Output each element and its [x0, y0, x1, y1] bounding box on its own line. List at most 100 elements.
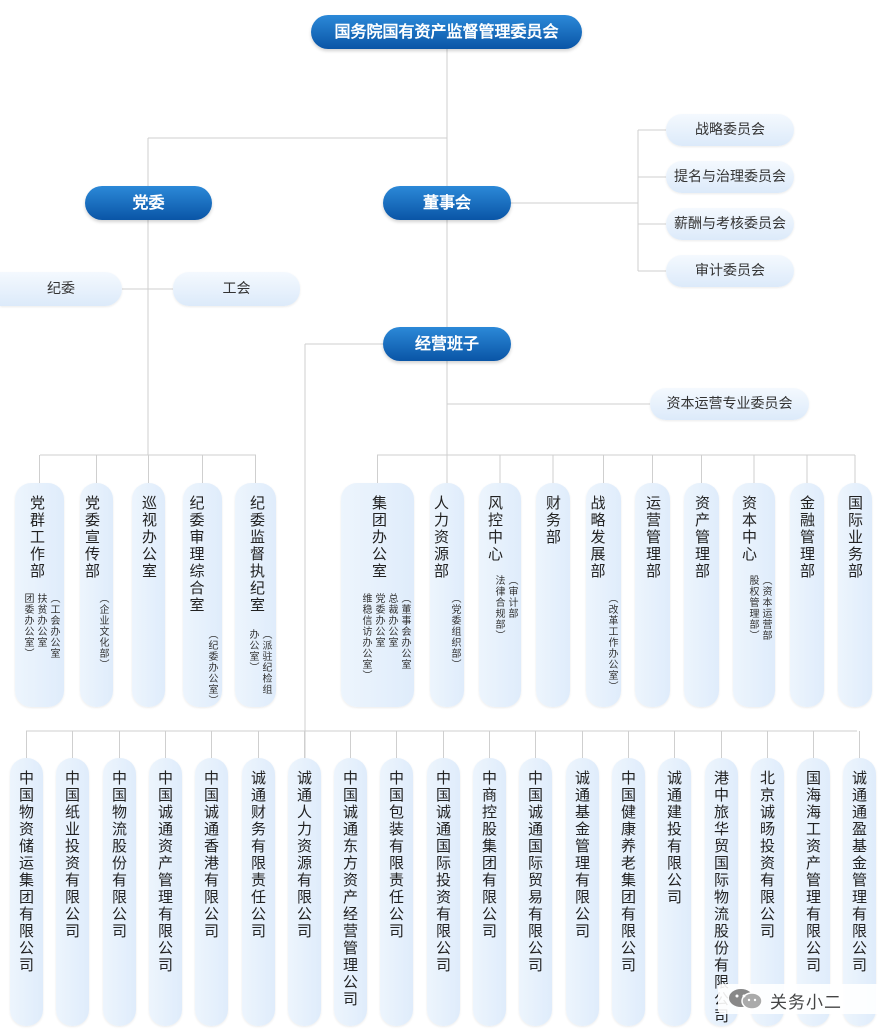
- box-subtitle: （改革工作办公室）: [606, 593, 617, 692]
- box-title: 中国纸业投资有限公司: [63, 770, 81, 940]
- subsidiary-company-box: 中国纸业投资有限公司: [56, 758, 89, 1026]
- box-subtitle: （资本运营部: [760, 575, 771, 641]
- box-title: 党委宣传部: [83, 495, 101, 580]
- wechat-icon: [729, 989, 763, 1010]
- box-title: 纪委监督执纪室: [248, 495, 266, 614]
- box-title: 纪委审理综合室: [187, 495, 206, 614]
- box-title: 中国包装有限责任公司: [387, 770, 405, 940]
- box-subtitle: （党委组织部）: [449, 593, 460, 670]
- subsidiary-company-box: 中国诚通国际贸易有限公司: [519, 758, 552, 1026]
- box-subtitle: （企业文化部）: [97, 593, 108, 670]
- box-title: 中国诚通东方资产经营管理公司: [341, 770, 359, 1008]
- subsidiary-company-box: 中国诚通香港有限公司: [195, 758, 228, 1026]
- management-department-box: 战略发展部 （改革工作办公室）: [586, 483, 621, 707]
- party-department-box: 党委宣传部 （企业文化部）: [80, 483, 113, 707]
- subsidiary-company-box: 诚通通盈基金管理有限公司: [843, 758, 876, 1026]
- capital-committee-node: 资本运营专业委员会: [650, 388, 809, 420]
- management-department-box: 集团办公室 （董事会办公室总裁办公室党委办公室维稳信访办公室）: [341, 483, 414, 707]
- box-title: 中国健康养老集团有限公司: [619, 770, 637, 974]
- management-department-box: 运营管理部: [635, 483, 670, 707]
- watermark-text: 关务小二: [770, 993, 842, 1013]
- box-title: 运营管理部: [644, 495, 662, 580]
- subsidiary-company-box: 中国物流股份有限公司: [103, 758, 136, 1026]
- subsidiary-company-box: 中国诚通资产管理有限公司: [149, 758, 182, 1026]
- board-node: 董事会: [383, 186, 511, 220]
- subsidiary-company-box: 北京诚旸投资有限公司: [751, 758, 784, 1026]
- box-title: 人力资源部: [432, 495, 450, 580]
- subsidiary-company-box: 中国诚通国际投资有限公司: [427, 758, 460, 1026]
- box-title: 资本中心: [740, 495, 758, 563]
- box-title: 诚通人力资源有限公司: [295, 770, 313, 940]
- board-committee: 提名与治理委员会: [666, 161, 794, 193]
- box-subtitle: 扶贫办公室: [35, 593, 46, 648]
- box-title: 资产管理部: [693, 495, 711, 580]
- management-department-box: 人力资源部 （党委组织部）: [430, 483, 464, 707]
- box-title: 中国物流股份有限公司: [110, 770, 128, 940]
- box-title: 港中旅华贸国际物流股份有限公司: [712, 770, 730, 1025]
- box-subtitle: 党委办公室: [373, 593, 384, 648]
- box-title: 集团办公室: [370, 495, 388, 580]
- box-title: 风控中心: [486, 495, 504, 563]
- management-department-box: 资本中心 （资本运营部股权管理部）: [733, 483, 775, 707]
- subsidiary-company-box: 诚通基金管理有限公司: [566, 758, 599, 1026]
- management-department-box: 风控中心 （审计部法律合规部）: [479, 483, 521, 707]
- management-department-box: 国际业务部: [838, 483, 872, 707]
- box-title: 国海海工资产管理有限公司: [804, 770, 822, 974]
- box-title: 金融管理部: [798, 495, 816, 580]
- board-committee: 审计委员会: [666, 255, 794, 287]
- subsidiary-company-box: 国海海工资产管理有限公司: [797, 758, 830, 1026]
- box-subtitle: 法律合规部）: [493, 575, 504, 641]
- box-title: 中商控股集团有限公司: [480, 770, 498, 940]
- management-department-box: 财务部: [536, 483, 570, 707]
- box-subtitle: （审计部: [506, 575, 517, 619]
- box-subtitle: （派驻纪检组: [260, 629, 271, 695]
- box-title: 诚通建投有限公司: [665, 770, 683, 906]
- box-title: 巡视办公室: [140, 495, 158, 580]
- box-title: 中国诚通国际贸易有限公司: [526, 770, 544, 974]
- subsidiary-company-box: 诚通建投有限公司: [658, 758, 691, 1026]
- box-title: 诚通基金管理有限公司: [573, 770, 591, 940]
- subsidiary-company-box: 中国物资储运集团有限公司: [10, 758, 43, 1026]
- box-title: 诚通财务有限责任公司: [249, 770, 267, 940]
- management-node: 经营班子: [383, 327, 511, 361]
- top-node: 国务院国有资产监督管理委员会: [311, 15, 582, 49]
- subsidiary-company-box: 中国包装有限责任公司: [380, 758, 413, 1026]
- box-title: 国际业务部: [846, 495, 864, 580]
- board-committee: 战略委员会: [666, 114, 794, 146]
- box-subtitle: 股权管理部）: [747, 575, 758, 641]
- party-department-box: 纪委审理综合室 （纪委办公室）: [183, 483, 222, 707]
- management-department-box: 资产管理部: [684, 483, 719, 707]
- box-title: 中国诚通香港有限公司: [202, 770, 220, 940]
- box-subtitle: 维稳信访办公室）: [360, 593, 371, 681]
- watermark-brand: 关务小二: [718, 984, 888, 1014]
- box-title: 中国诚通国际投资有限公司: [434, 770, 452, 974]
- discipline-committee-node: 纪委: [0, 272, 122, 306]
- board-committee: 薪酬与考核委员会: [666, 208, 794, 240]
- subsidiary-company-box: 中商控股集团有限公司: [473, 758, 506, 1026]
- box-title: 诚通通盈基金管理有限公司: [850, 770, 868, 974]
- management-department-box: 金融管理部: [790, 483, 824, 707]
- box-subtitle: 总裁办公室: [386, 593, 397, 648]
- box-subtitle: （纪委办公室）: [206, 629, 217, 706]
- subsidiary-company-box: 诚通人力资源有限公司: [288, 758, 321, 1026]
- box-title: 中国诚通资产管理有限公司: [156, 770, 174, 974]
- box-subtitle: （董事会办公室: [399, 593, 410, 670]
- subsidiary-company-box: 诚通财务有限责任公司: [242, 758, 275, 1026]
- box-title: 财务部: [544, 495, 562, 546]
- party-department-box: 巡视办公室: [132, 483, 165, 707]
- box-title: 北京诚旸投资有限公司: [758, 770, 776, 940]
- box-title: 中国物资储运集团有限公司: [17, 770, 35, 974]
- subsidiary-company-box: 港中旅华贸国际物流股份有限公司: [705, 758, 738, 1026]
- box-title: 党群工作部: [28, 495, 46, 580]
- party-department-box: 纪委监督执纪室 （派驻纪检组办公室）: [235, 483, 276, 707]
- box-subtitle: 团委办公室）: [22, 593, 33, 659]
- party-node: 党委: [85, 186, 212, 220]
- box-subtitle: （工会办公室: [48, 593, 59, 659]
- subsidiary-company-box: 中国健康养老集团有限公司: [612, 758, 645, 1026]
- subsidiary-company-box: 中国诚通东方资产经营管理公司: [334, 758, 367, 1026]
- box-subtitle: 办公室）: [247, 629, 258, 673]
- party-department-box: 党群工作部 （工会办公室扶贫办公室团委办公室）: [15, 483, 64, 707]
- labor-union-node: 工会: [173, 272, 300, 306]
- box-title: 战略发展部: [588, 495, 607, 580]
